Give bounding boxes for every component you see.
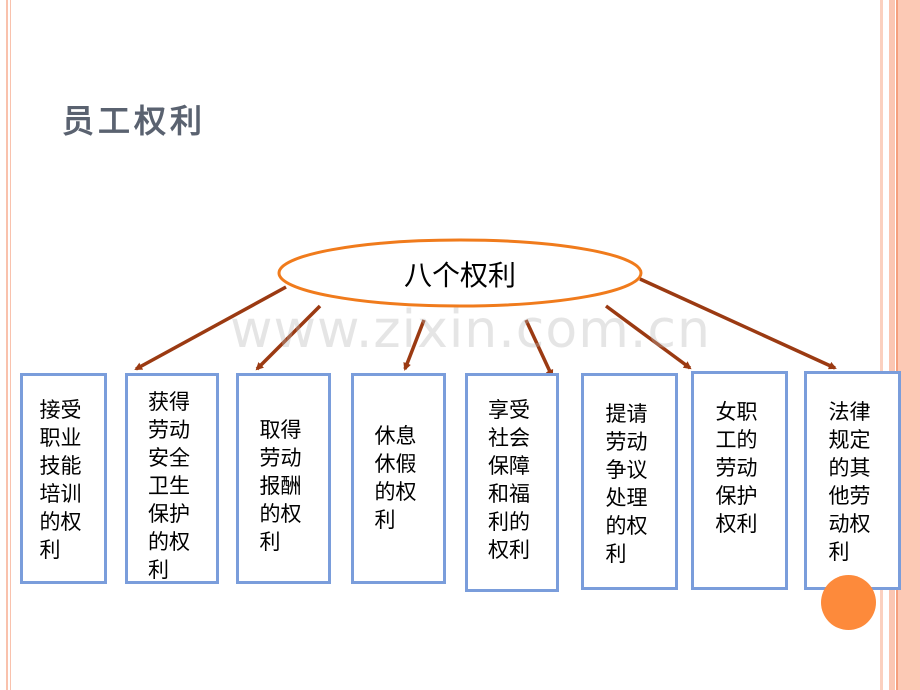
box-label: 休息休假的权利	[374, 424, 417, 532]
right-box-2: 获得劳动安全卫生保护的权利	[125, 373, 219, 584]
arrow	[255, 304, 322, 371]
left-border-line	[10, 0, 11, 690]
box-label: 取得劳动报酬的权利	[259, 418, 302, 554]
watermark: www.zixin.com.cn	[230, 300, 711, 360]
box-label: 女职工的劳动保护权利	[715, 400, 758, 536]
left-border-line	[6, 0, 8, 690]
arrow	[403, 319, 426, 371]
right-box-1: 接受职业技能培训的权利	[20, 373, 107, 584]
right-box-6: 提请劳动争议处理的权利	[581, 373, 678, 590]
center-ellipse	[277, 238, 643, 308]
box-label: 接受职业技能培训的权利	[39, 398, 82, 562]
box-label: 提请劳动争议处理的权利	[605, 402, 648, 566]
box-label: 享受社会保障和福利的权利	[488, 398, 530, 562]
right-box-8: 法律规定的其他劳动权利	[804, 371, 901, 590]
right-border-stripe	[880, 0, 883, 690]
arrow	[604, 304, 692, 370]
arrow	[134, 285, 287, 371]
arrow	[639, 277, 837, 370]
box-label: 获得劳动安全卫生保护的权利	[148, 390, 190, 582]
decorative-circle	[821, 575, 876, 630]
right-box-3: 取得劳动报酬的权利	[236, 373, 331, 584]
right-box-7: 女职工的劳动保护权利	[691, 371, 788, 590]
right-border-stripe	[896, 0, 898, 690]
slide-title: 员工权利	[62, 102, 207, 140]
right-border-stripe	[898, 0, 920, 690]
right-box-5: 享受社会保障和福利的权利	[465, 373, 559, 592]
right-border-stripe	[889, 0, 895, 690]
right-box-4: 休息休假的权利	[351, 373, 446, 584]
box-label: 法律规定的其他劳动权利	[828, 400, 871, 564]
arrow	[524, 319, 554, 378]
center-label: 八个权利	[403, 259, 516, 292]
